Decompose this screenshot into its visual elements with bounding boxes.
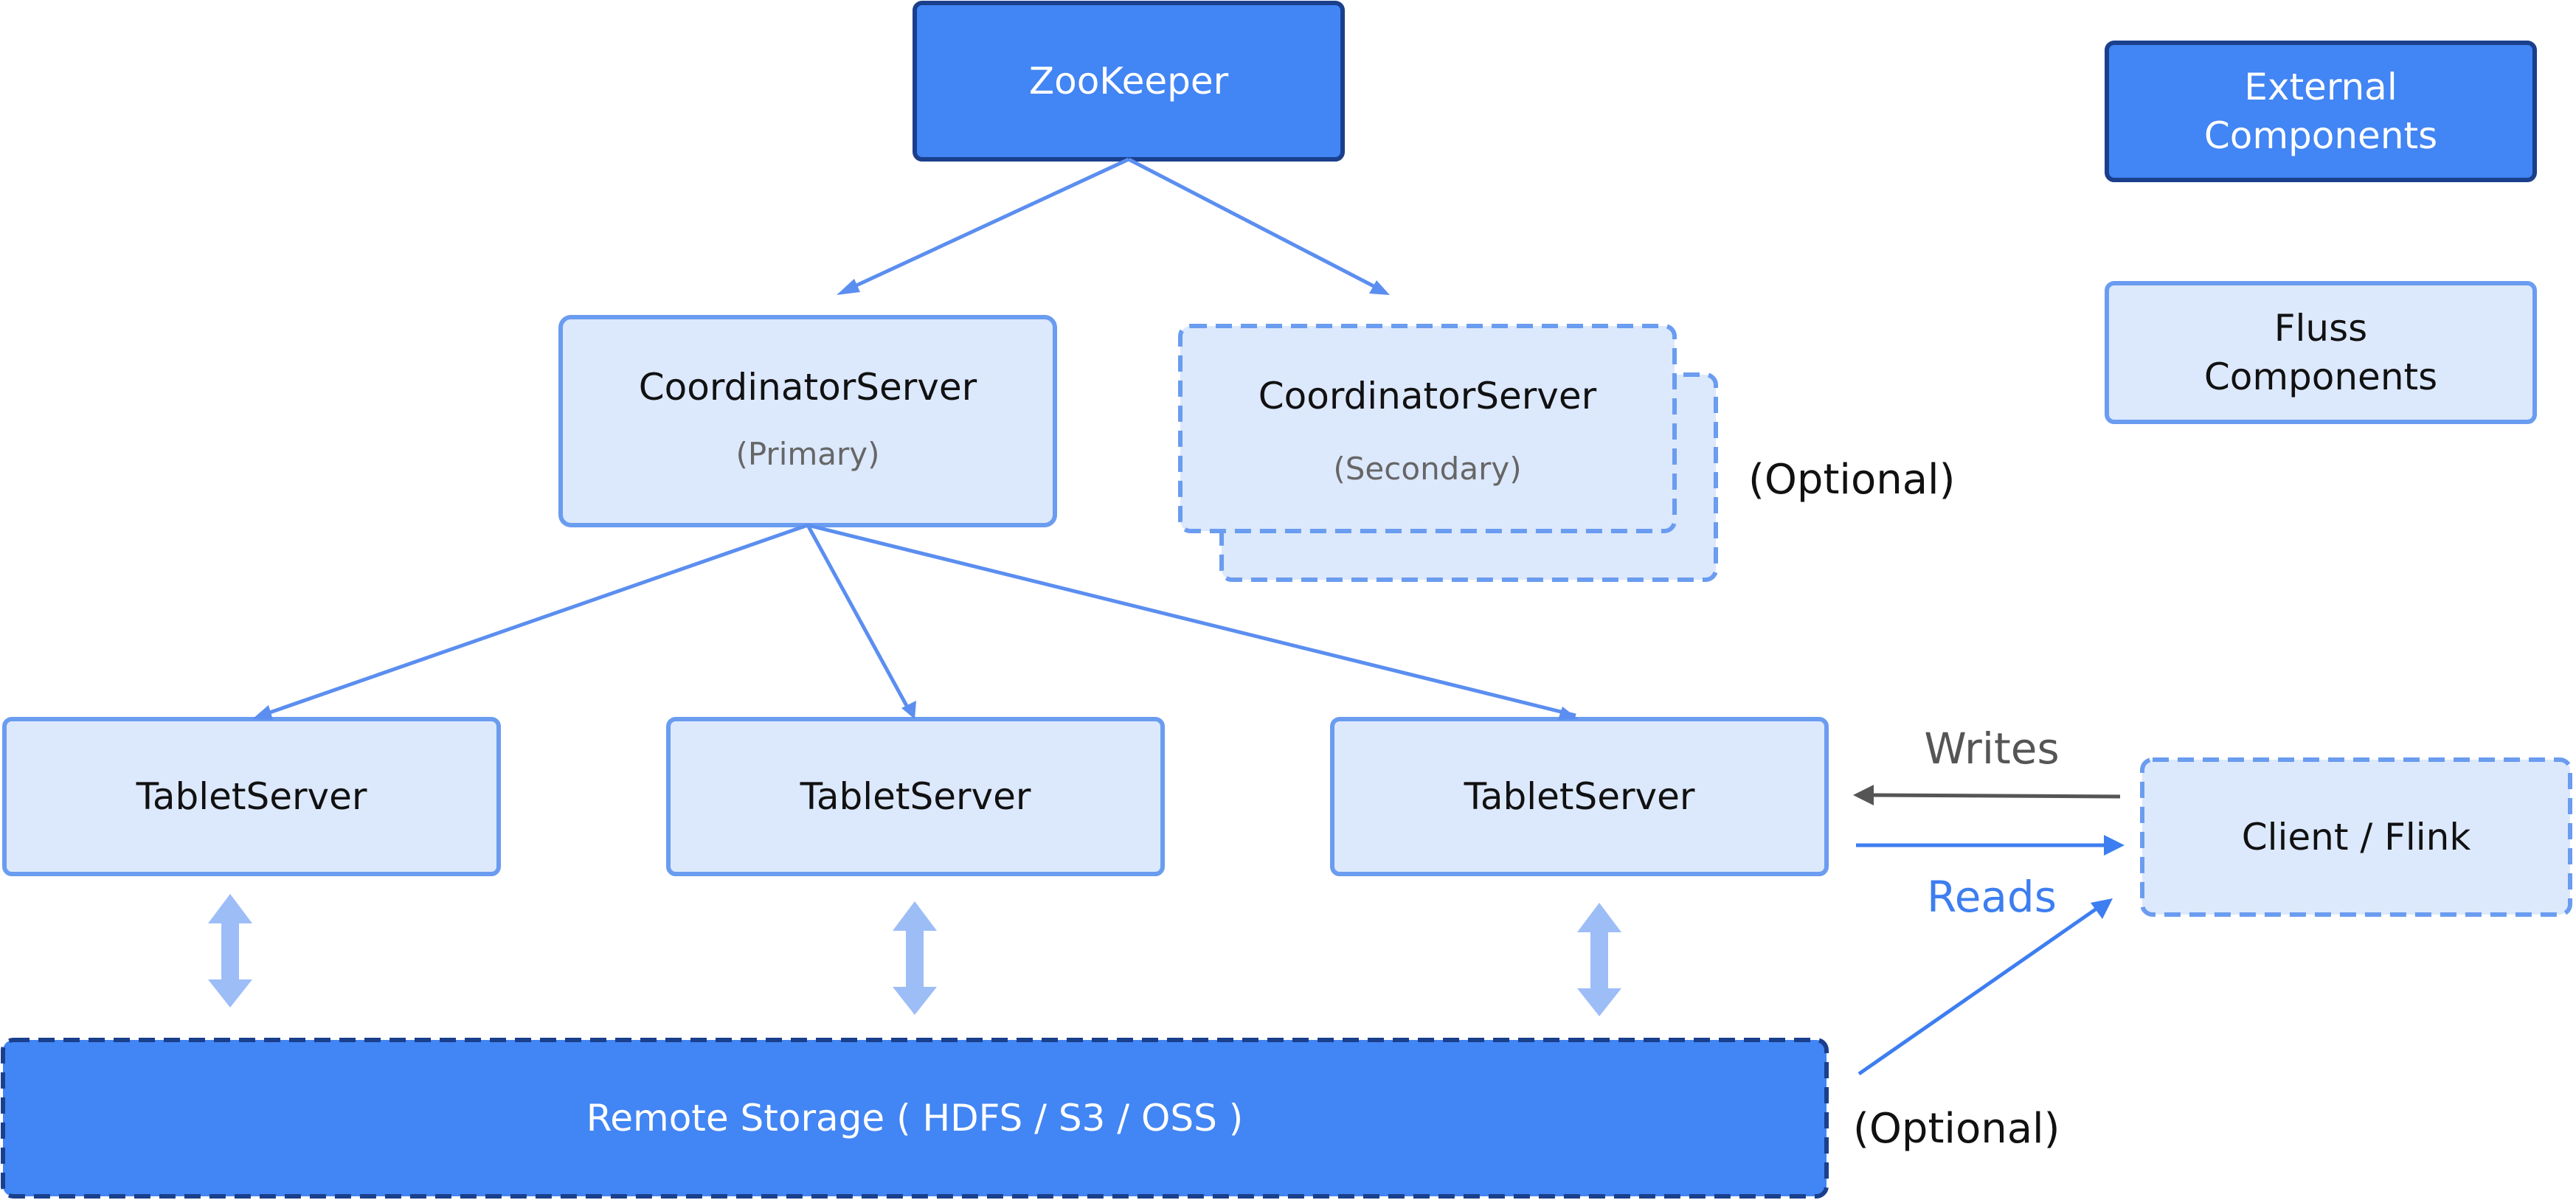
remote-storage-box bbox=[1, 1038, 1829, 1199]
storage-double-arrow-2 bbox=[893, 901, 937, 1015]
zk-to-secondary-arrow bbox=[1127, 157, 1381, 291]
tablet-server-box-3 bbox=[1330, 717, 1829, 876]
tablet-server-box-1 bbox=[2, 717, 501, 876]
coordinator-connections bbox=[265, 523, 1576, 718]
primary-to-ts1-arrowhead bbox=[252, 705, 273, 720]
writes-arrow bbox=[1869, 793, 2121, 799]
coordinator-primary-subtitle: (Primary) bbox=[735, 435, 880, 472]
client-label: Client / Flink bbox=[2241, 816, 2471, 859]
zk-to-primary-arrow bbox=[847, 157, 1130, 291]
legend-fluss-label: Fluss Components bbox=[2203, 307, 2438, 398]
coordinator-secondary-title: CoordinatorServer bbox=[1258, 375, 1597, 417]
zookeeper-label: ZooKeeper bbox=[1028, 60, 1229, 103]
tablet-server-label-2: TabletServer bbox=[800, 775, 1031, 818]
coordinator-primary-box bbox=[558, 315, 1057, 527]
storage-double-arrow-1 bbox=[208, 894, 252, 1007]
writes-arrowhead bbox=[1853, 785, 1874, 805]
tablet-server-label-1: TabletServer bbox=[136, 775, 367, 818]
primary-to-ts1-arrow bbox=[265, 523, 809, 716]
remote-storage-optional-note: (Optional) bbox=[1853, 1104, 2060, 1153]
writes-label: Writes bbox=[1924, 724, 2060, 774]
tablet-server-box-2 bbox=[666, 717, 1165, 876]
coordinator-secondary-optional-note: (Optional) bbox=[1748, 455, 1956, 504]
storage-to-client-arrowhead bbox=[2091, 898, 2113, 919]
coordinator-secondary-box bbox=[1178, 324, 1677, 533]
zookeeper-connections bbox=[847, 157, 1381, 291]
primary-to-ts3-arrowhead bbox=[1558, 707, 1579, 720]
zk-to-secondary-arrowhead bbox=[1369, 280, 1390, 295]
remote-storage-label: Remote Storage ( HDFS / S3 / OSS ) bbox=[586, 1097, 1244, 1140]
legend-external-box bbox=[2105, 41, 2537, 182]
coordinator-primary-title: CoordinatorServer bbox=[638, 366, 977, 409]
storage-double-arrow-3 bbox=[1577, 903, 1621, 1016]
zk-to-primary-arrowhead bbox=[837, 279, 860, 295]
primary-to-ts3-arrow bbox=[807, 523, 1576, 718]
primary-to-ts2-arrowhead bbox=[901, 701, 916, 719]
primary-to-ts2-arrow bbox=[806, 524, 913, 714]
reads-label: Reads bbox=[1927, 872, 2057, 922]
legend-external-label: External Components bbox=[2203, 66, 2438, 157]
legend-fluss-box bbox=[2105, 281, 2537, 424]
reads-arrowhead bbox=[2104, 835, 2125, 856]
coordinator-secondary-subtitle: (Secondary) bbox=[1333, 450, 1522, 487]
client-box bbox=[2140, 757, 2572, 917]
storage-to-client-arrow bbox=[1857, 906, 2098, 1076]
tablet-server-label-3: TabletServer bbox=[1464, 775, 1695, 818]
